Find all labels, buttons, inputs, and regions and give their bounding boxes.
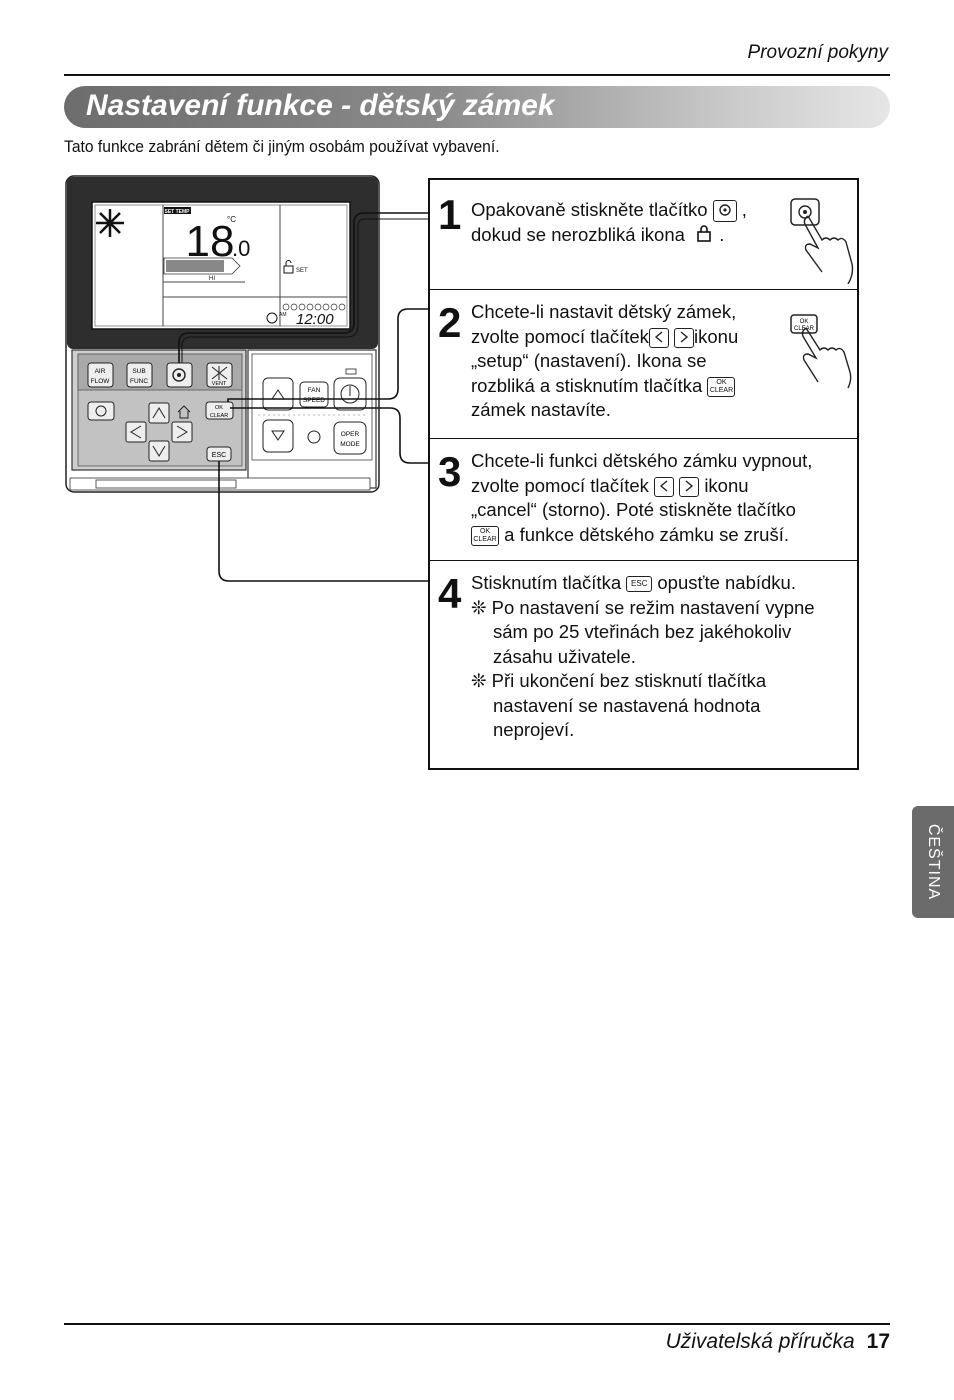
step-number: 4	[438, 570, 462, 617]
lcd-temp-decimal: .0	[232, 236, 250, 261]
note-2: ❊ Při ukončení bez stisknutí tlačítka na…	[471, 670, 767, 740]
right-button[interactable]	[171, 421, 193, 443]
step-text: zámek nastavíte.	[471, 399, 611, 420]
setup-button-icon	[712, 200, 737, 223]
note-1: ❊ Po nastavení se režim nastavení vypne …	[471, 596, 815, 667]
indicator-dot	[307, 430, 321, 444]
svg-text:ESC: ESC	[212, 452, 226, 459]
steps-panel: 1 Opakovaně stiskněte tlačítko , dokud s…	[428, 178, 859, 770]
page-number: 17	[866, 1330, 890, 1353]
remote-controller-illustration: SET TEMP 18 .0 °C HI SET AM 12:00 AIRFLO…	[65, 175, 428, 582]
function-setup-button[interactable]	[166, 362, 193, 388]
step-text: rozbliká a stisknutím tlačítka	[471, 374, 703, 396]
vent-button[interactable]: VENT	[206, 362, 233, 388]
step-number: 2	[438, 299, 462, 346]
language-tab: ČEŠTINA	[912, 806, 954, 918]
svg-text:FAN: FAN	[308, 387, 321, 394]
step-1: 1 Opakovaně stiskněte tlačítko , dokud s…	[430, 180, 857, 290]
down-button[interactable]	[148, 440, 170, 462]
step-text: zvolte pomocí tlačítek	[471, 474, 649, 496]
lcd-lock-icon	[283, 260, 294, 274]
svg-text:CLEAR: CLEAR	[210, 413, 228, 419]
up-button[interactable]	[148, 402, 170, 424]
fan-speed-button[interactable]: FAN SPEED	[299, 381, 329, 408]
timer-button[interactable]	[87, 401, 115, 421]
step-text: zvolte pomocí tlačítek	[471, 325, 649, 347]
pressing-hand-icon	[790, 198, 854, 284]
language-tab-label: ČEŠTINA	[925, 823, 942, 901]
svg-text:SPEED: SPEED	[303, 397, 325, 404]
lcd-am: AM	[279, 312, 287, 318]
air-flow-button[interactable]: AIR FLOW	[87, 362, 114, 388]
lock-icon	[694, 223, 714, 250]
svg-text:FUNC: FUNC	[130, 378, 148, 385]
step-text: dokud se nerozbliká ikona	[471, 223, 685, 245]
svg-text:OK: OK	[215, 405, 223, 411]
lcd-clock-icon	[266, 312, 278, 324]
step-text: ikonu	[694, 325, 739, 347]
esc-button-icon: ESC	[626, 576, 653, 593]
step-text: Chcete-li nastavit dětský zámek,	[471, 301, 737, 322]
top-rule	[64, 74, 890, 76]
svg-text:VENT: VENT	[212, 381, 227, 387]
step-4: 4 Stisknutím tlačítka ESC opusťte nabídk…	[430, 561, 857, 772]
lcd-temp-unit: °C	[227, 215, 236, 224]
title-bar: Nastavení funkce - dětský zámek	[64, 86, 890, 128]
asterisk-icon: ❊	[471, 596, 487, 618]
svg-text:MODE: MODE	[340, 441, 360, 448]
manual-name: Uživatelská příručka	[665, 1330, 855, 1353]
temp-up-button[interactable]	[262, 377, 294, 411]
lcd-clock: 12:00	[296, 311, 334, 328]
section-header: Provozní pokyny	[747, 42, 888, 63]
footer: Uživatelská příručka 17	[666, 1330, 890, 1354]
step-text: opusťte nabídku.	[657, 572, 796, 593]
snowflake-icon	[96, 209, 124, 237]
left-arrow-button-icon	[654, 476, 675, 497]
right-arrow-button-icon	[674, 327, 695, 348]
svg-text:FLOW: FLOW	[91, 378, 111, 385]
ok-clear-button[interactable]: OK CLEAR	[205, 401, 234, 420]
svg-text:OPER: OPER	[341, 431, 360, 438]
sub-func-button[interactable]: SUB FUNC	[126, 362, 153, 388]
home-icon	[177, 405, 191, 419]
intro-text: Tato funkce zabrání dětem či jiným osobá…	[64, 137, 500, 156]
oper-mode-button[interactable]: OPER MODE	[333, 421, 367, 455]
step-text: Chcete-li funkci dětského zámku vypnout,	[471, 450, 813, 471]
lcd-lock-set: SET	[296, 268, 308, 274]
step-number: 1	[438, 191, 462, 238]
lcd-set-temp: SET TEMP	[164, 209, 190, 215]
step-text: Opakovaně stiskněte tlačítko	[471, 199, 708, 220]
esc-button[interactable]: ESC	[206, 446, 232, 462]
page-title: Nastavení funkce - dětský zámek	[86, 89, 555, 122]
step-text: a funkce dětského zámku se zruší.	[504, 523, 789, 545]
asterisk-icon: ❊	[471, 670, 487, 691]
lcd-fan-level: HI	[209, 276, 215, 282]
step-3: 3 Chcete-li funkci dětského zámku vypnou…	[430, 439, 857, 561]
step-2: 2 Chcete-li nastavit dětský zámek, zvolt…	[430, 290, 857, 439]
svg-text:AIR: AIR	[95, 368, 106, 375]
right-arrow-button-icon	[679, 476, 700, 497]
step-text: Stisknutím tlačítka	[471, 572, 622, 593]
power-button[interactable]	[333, 377, 367, 411]
left-arrow-button-icon	[648, 327, 669, 348]
step-number: 3	[438, 448, 462, 495]
step-text: ikonu	[704, 474, 749, 496]
left-button[interactable]	[125, 421, 147, 443]
svg-text:SUB: SUB	[132, 368, 145, 375]
svg-text:OK: OK	[800, 319, 809, 325]
step-text: „setup“ (nastavení). Ikona se	[471, 350, 707, 371]
bottom-rule	[64, 1323, 890, 1325]
step-text: „cancel“ (storno). Poté stiskněte tlačít…	[471, 499, 796, 520]
temp-down-button[interactable]	[262, 419, 294, 453]
